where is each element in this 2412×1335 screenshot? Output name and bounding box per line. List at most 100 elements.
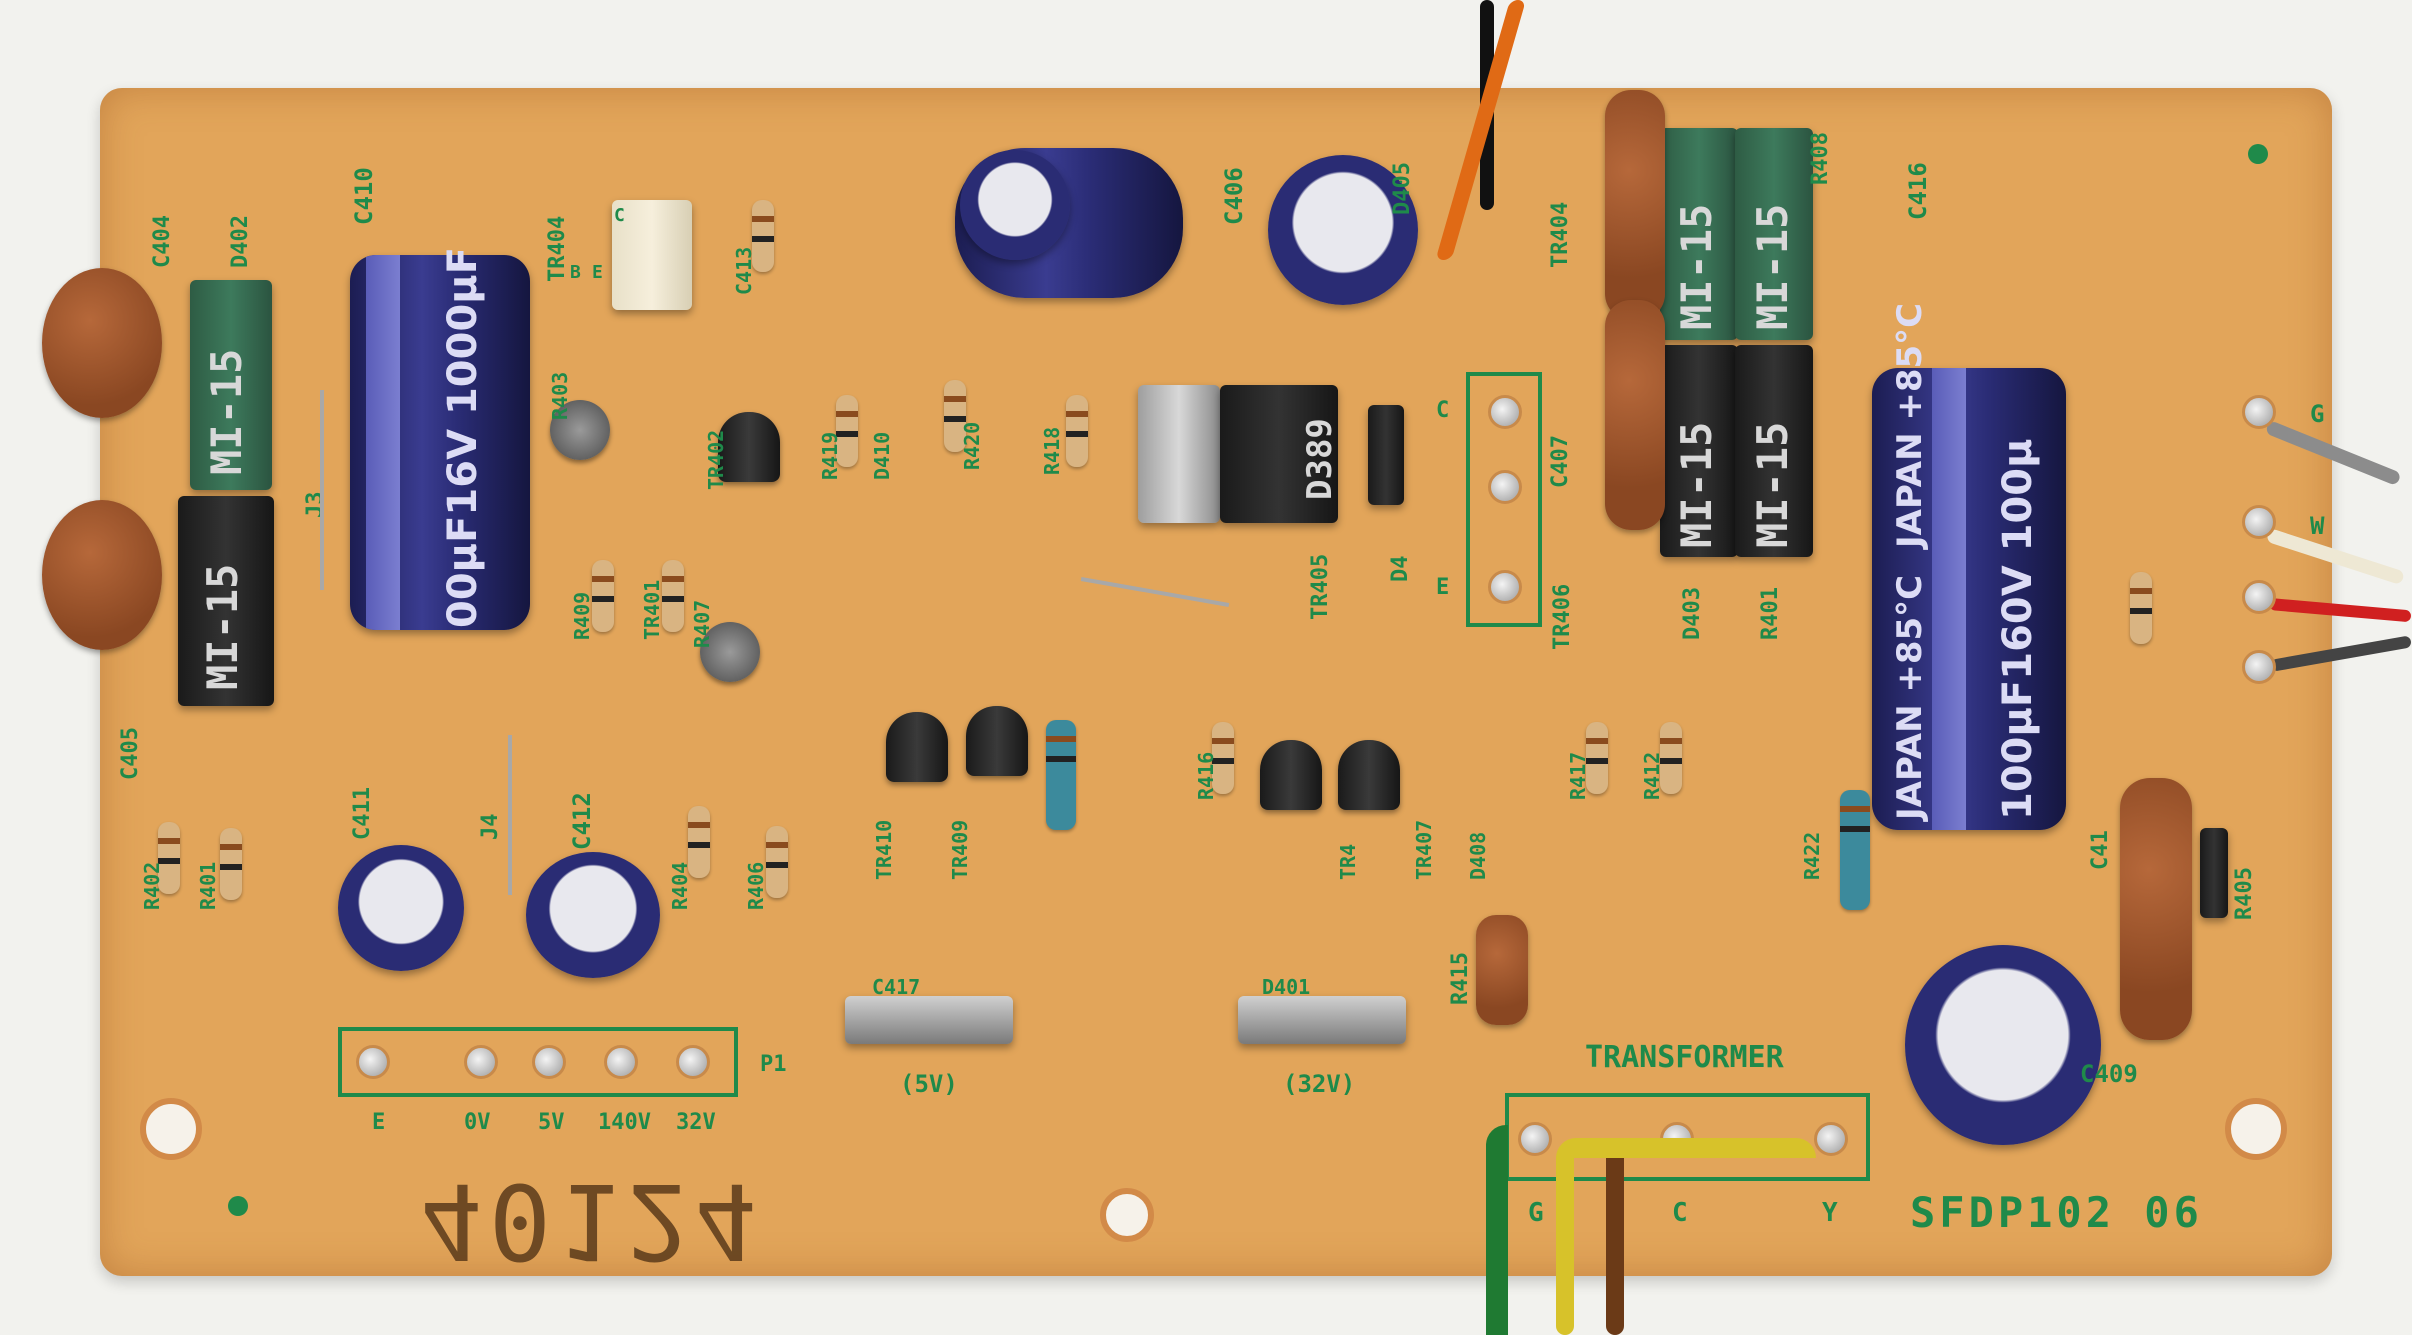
choke-d404	[1660, 345, 1738, 557]
c416-label-a2: JAPAN +85°C	[1890, 574, 1930, 820]
resistor-r418	[1066, 395, 1088, 467]
ref-r417: R417	[1566, 751, 1590, 800]
resistor-r402	[158, 822, 180, 894]
ref-d402: D402	[228, 215, 253, 268]
transistor-tr407	[1338, 740, 1400, 810]
ref-c414: C406	[1220, 167, 1248, 225]
ref-r407: R409	[570, 591, 594, 640]
right-pad	[2242, 580, 2276, 614]
p1-pin	[464, 1045, 498, 1079]
p1-pin	[532, 1045, 566, 1079]
ref-c417: C409	[2080, 1060, 2138, 1088]
ref-r419: R419	[818, 431, 842, 480]
yellow-wire	[1556, 1150, 1574, 1335]
ref-tr407: TR407	[1412, 819, 1436, 880]
ref-c405: C405	[118, 727, 143, 780]
ref-r401: R401	[196, 861, 220, 910]
transformer-pin	[1814, 1122, 1848, 1156]
electrolytic-capacitor-c411	[338, 845, 464, 971]
resistor-r409	[662, 560, 684, 632]
right-tap-g: G	[2310, 400, 2325, 428]
choke-d405b	[1735, 128, 1813, 340]
ref-c412: C412	[568, 792, 596, 850]
ref-r404: R404	[668, 861, 692, 910]
connector-tr404	[612, 200, 692, 310]
tr406-outline	[1466, 372, 1542, 627]
electrolytic-capacitor-c410	[350, 255, 530, 630]
electrolytic-capacitor-c417	[1905, 945, 2101, 1145]
resistor-blue	[1046, 720, 1076, 830]
fuse-label-32v: (32V)	[1283, 1070, 1356, 1098]
ref-r418: R418	[1040, 426, 1064, 475]
tr406-pin	[1488, 570, 1522, 604]
ref-tr410: TR410	[872, 819, 896, 880]
right-tap-w: W	[2310, 512, 2325, 540]
tr406-pin	[1488, 470, 1522, 504]
trimmer-r403	[550, 400, 610, 460]
disc-capacitor	[42, 268, 162, 418]
capacitor-top	[960, 150, 1070, 260]
board-code: SFDP102 06	[1910, 1188, 2203, 1237]
fiducial-dot	[228, 1196, 248, 1216]
ref-tr406: TR406	[1550, 583, 1575, 650]
resistor-r422	[1840, 790, 1870, 910]
tap-y: Y	[1822, 1198, 1838, 1228]
c410-label: 00μF16V 1000μF	[440, 246, 486, 628]
ref-c406: TR404	[1548, 201, 1573, 268]
ref-d408: D408	[1466, 831, 1490, 880]
choke-d401	[178, 496, 274, 706]
p1-connector-outline	[338, 1027, 738, 1097]
ref-r416: R416	[1194, 751, 1218, 800]
film-capacitor-c409	[1476, 915, 1528, 1025]
c416-label-a: JAPAN +85°C	[1890, 302, 1930, 548]
electrolytic-capacitor-c412	[526, 852, 660, 978]
ref-r420: R420	[960, 421, 984, 470]
transformer-heading: TRANSFORMER	[1585, 1040, 1784, 1075]
right-pad	[2242, 650, 2276, 684]
ref-c409: R415	[1448, 952, 1473, 1005]
p1-label-5v: 5V	[538, 1110, 565, 1135]
ref-tr404: TR404	[545, 215, 570, 282]
choke-d402	[190, 280, 272, 490]
transformer-pin	[1518, 1122, 1552, 1156]
transistor-tr410	[886, 712, 948, 782]
resistor-right	[2130, 572, 2152, 644]
ref-c416: C416	[1904, 162, 1932, 220]
p1-pin	[604, 1045, 638, 1079]
choke-label: MI-15	[1748, 203, 1797, 330]
ref-c413: D405	[1390, 162, 1415, 215]
jumper-j4	[508, 735, 512, 895]
regulator-heatsink	[1138, 385, 1220, 523]
tr404-pin-e: E	[592, 262, 603, 283]
ref-r422: R422	[1800, 831, 1824, 880]
diode-d411	[2200, 828, 2228, 918]
ref-c407: C407	[1548, 435, 1573, 488]
resistor-r407	[592, 560, 614, 632]
right-pad	[2242, 395, 2276, 429]
choke-d403	[1735, 345, 1813, 557]
fuse-clip-5v	[845, 996, 1013, 1044]
ref-d405: R408	[1808, 132, 1833, 185]
regulator-tr405	[1220, 385, 1338, 523]
ref-r402: R402	[140, 861, 164, 910]
ref-d411: R405	[2232, 867, 2257, 920]
yellow-wire	[1556, 1138, 1816, 1158]
tr406-pin-c: C	[1436, 398, 1450, 423]
ref-r403: R403	[548, 371, 572, 420]
transistor-tr4	[1260, 740, 1322, 810]
tap-c: C	[1672, 1198, 1688, 1228]
tr406-pin-e: E	[1436, 575, 1450, 600]
p1-label-140v: 140V	[598, 1110, 651, 1135]
mounting-hole	[2225, 1098, 2287, 1160]
resistor-r416	[1212, 722, 1234, 794]
resistor-r406	[766, 826, 788, 898]
choke-label: MI-15	[1748, 421, 1797, 548]
ref-j3: J3	[303, 491, 328, 519]
tr404-pin-c: C	[614, 205, 625, 226]
ref-d403: R401	[1758, 587, 1783, 640]
resistor-r419	[836, 395, 858, 467]
ref-j4: J4	[478, 813, 503, 841]
tap-g: G	[1528, 1198, 1544, 1228]
c416-label-b: 100μF160V 100μ	[1995, 438, 2041, 820]
